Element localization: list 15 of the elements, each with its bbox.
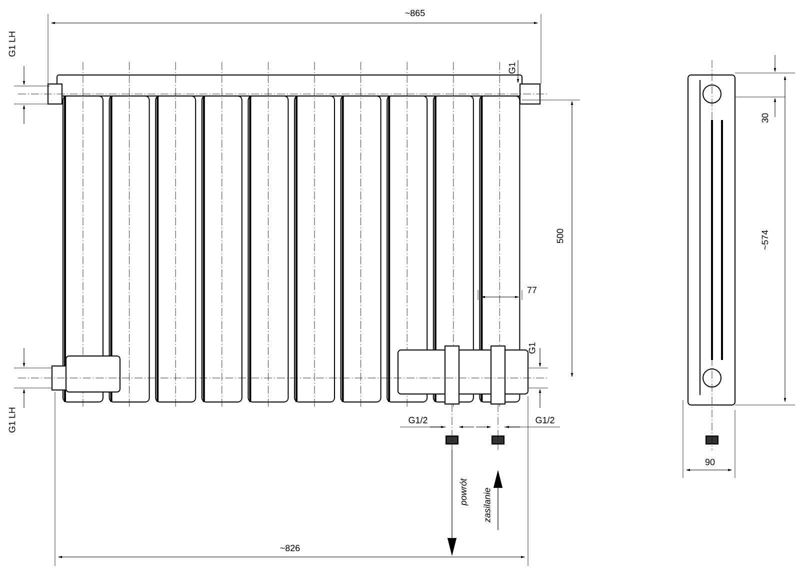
dimension-label: powrót [460, 478, 468, 506]
dimension-label: G1/2 [536, 416, 554, 424]
dimension-label: ~574 [762, 230, 768, 250]
dimension-label: 77 [527, 286, 537, 294]
dimension-label: ~826 [280, 544, 300, 552]
dimension-label: G1 [508, 62, 516, 74]
dimension-label: 500 [556, 228, 564, 244]
dimension-label: G1 [528, 342, 536, 354]
dimension-label: zasilanie [484, 488, 490, 522]
dimension-label: G1/2 [408, 416, 428, 424]
dimension-label: G1 LH [8, 32, 16, 56]
dimension-label: 90 [705, 458, 715, 466]
dimension-label: G1 LH [8, 408, 16, 432]
dimension-label: ~865 [405, 10, 425, 16]
dimension-label: 30 [762, 113, 768, 123]
